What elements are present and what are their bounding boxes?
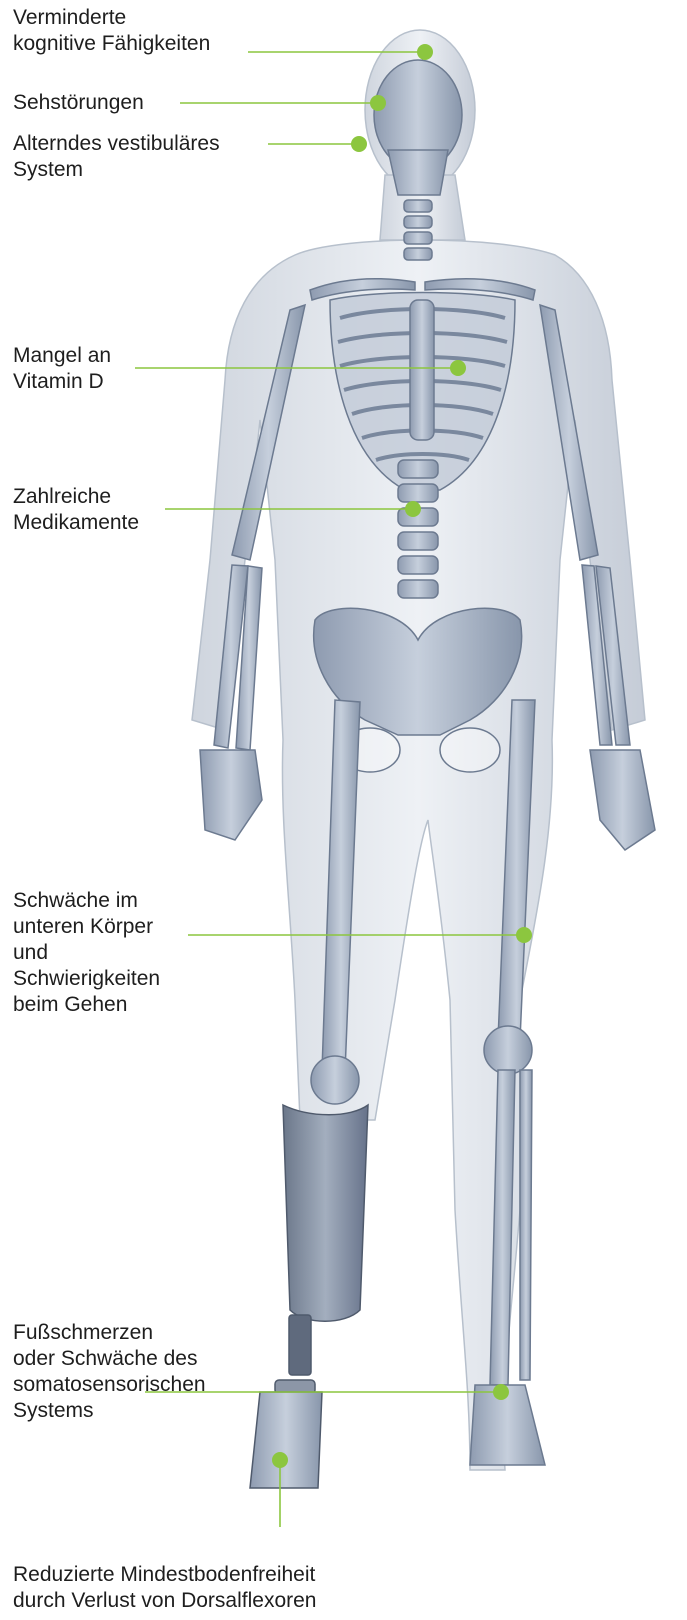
marker-dot-vitamin-d [450, 360, 466, 376]
label-line: Zahlreiche [13, 484, 139, 510]
label-line: Systems [13, 1398, 206, 1424]
prosthetic-leg [250, 1105, 368, 1488]
marker-dot-lower-body [516, 927, 532, 943]
label-line: Verminderte [13, 5, 210, 31]
label-line: Medikamente [13, 510, 139, 536]
label-line: Alterndes vestibuläres [13, 131, 220, 157]
label-vision: Sehstörungen [13, 90, 144, 116]
marker-dot-clearance [272, 1452, 288, 1468]
body-silhouette [192, 30, 645, 1470]
marker-dot-medication [405, 501, 421, 517]
label-line: Mangel an [13, 343, 111, 369]
label-line: System [13, 157, 220, 183]
label-line: unteren Körper [13, 914, 160, 940]
label-line: durch Verlust von Dorsalflexoren [13, 1588, 317, 1614]
label-clearance: Reduzierte Mindestbodenfreiheit durch Ve… [13, 1562, 317, 1614]
label-line: Sehstörungen [13, 90, 144, 116]
label-vestibular: Alterndes vestibuläres System [13, 131, 220, 183]
label-line: und [13, 940, 160, 966]
marker-dot-foot [493, 1384, 509, 1400]
label-line: Reduzierte Mindestbodenfreiheit [13, 1562, 317, 1588]
label-lower-body: Schwäche im unteren Körper und Schwierig… [13, 888, 160, 1018]
label-medication: Zahlreiche Medikamente [13, 484, 139, 536]
label-line: kognitive Fähigkeiten [13, 31, 210, 57]
label-foot: Fußschmerzen oder Schwäche des somatosen… [13, 1320, 206, 1424]
label-line: Vitamin D [13, 369, 111, 395]
marker-dot-vision [370, 95, 386, 111]
label-line: Schwierigkeiten [13, 966, 160, 992]
label-line: somatosensorischen [13, 1372, 206, 1398]
label-line: Fußschmerzen [13, 1320, 206, 1346]
marker-dot-vestibular [351, 136, 367, 152]
label-line: Schwäche im [13, 888, 160, 914]
label-cognitive: Verminderte kognitive Fähigkeiten [13, 5, 210, 57]
marker-dot-cognitive [417, 44, 433, 60]
label-vitamin-d: Mangel an Vitamin D [13, 343, 111, 395]
label-line: oder Schwäche des [13, 1346, 206, 1372]
label-line: beim Gehen [13, 992, 160, 1018]
